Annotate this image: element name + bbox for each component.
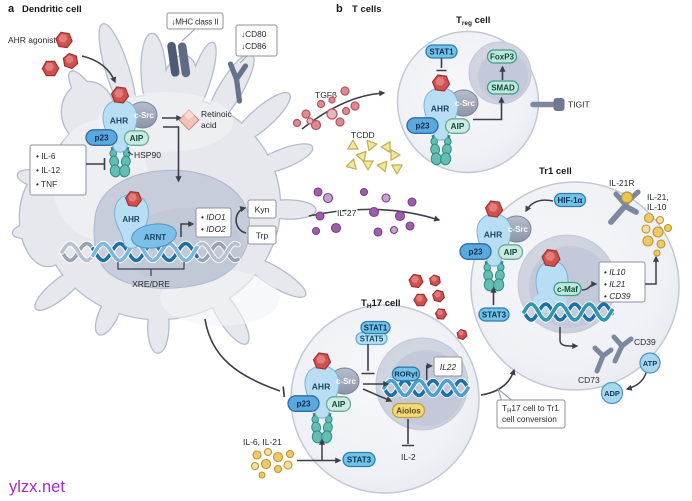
svg-text:HIF-1α: HIF-1α — [558, 196, 583, 205]
svg-text:acid: acid — [201, 120, 217, 130]
svg-text:FoxP3: FoxP3 — [490, 52, 515, 61]
svg-text:• TNF: • TNF — [36, 179, 57, 189]
svg-text:Trp: Trp — [256, 231, 269, 241]
svg-text:↓CD86: ↓CD86 — [241, 41, 267, 51]
svg-text:IL-2: IL-2 — [401, 452, 416, 462]
svg-text:ADP: ADP — [604, 389, 620, 398]
svg-text:• IDO2: • IDO2 — [201, 224, 226, 234]
svg-text:• IL10: • IL10 — [604, 267, 626, 277]
svg-text:Dendritic cell: Dendritic cell — [22, 4, 82, 15]
svg-text:c-Maf: c-Maf — [557, 285, 578, 294]
svg-text:SMAD: SMAD — [491, 83, 515, 92]
svg-text:CD39: CD39 — [634, 337, 656, 347]
svg-text:AHR: AHR — [122, 215, 140, 224]
svg-text:TGFβ: TGFβ — [315, 90, 337, 100]
svg-text:ATP: ATP — [643, 359, 657, 368]
svg-text:IL-21R: IL-21R — [609, 178, 635, 188]
svg-text:RORγt: RORγt — [394, 370, 418, 379]
svg-text:TH17 cell to Tr1: TH17 cell to Tr1 — [502, 403, 559, 415]
svg-text:Treg cell: Treg cell — [456, 15, 490, 27]
svg-text:Retinoic: Retinoic — [201, 109, 232, 119]
svg-text:↓CD80: ↓CD80 — [241, 29, 267, 39]
svg-text:IL-10: IL-10 — [647, 202, 667, 212]
svg-text:STAT5: STAT5 — [360, 334, 384, 343]
svg-text:IL-27: IL-27 — [337, 208, 357, 218]
svg-text:• IL-6: • IL-6 — [36, 151, 56, 161]
svg-text:Kyn: Kyn — [255, 205, 270, 215]
svg-text:HSP90: HSP90 — [134, 150, 161, 160]
svg-text:cell conversion: cell conversion — [502, 414, 557, 424]
svg-text:Aiolos: Aiolos — [396, 406, 421, 415]
svg-text:XRE/DRE: XRE/DRE — [132, 279, 170, 289]
svg-text:STAT1: STAT1 — [429, 47, 454, 56]
svg-text:• IDO1: • IDO1 — [201, 212, 226, 222]
svg-text:IL22: IL22 — [440, 362, 457, 372]
svg-text:Tr1 cell: Tr1 cell — [539, 166, 572, 177]
svg-text:• IL21: • IL21 — [604, 279, 625, 289]
svg-text:ylzx.net: ylzx.net — [9, 478, 65, 496]
svg-text:b: b — [336, 3, 343, 15]
svg-text:• CD39: • CD39 — [604, 291, 631, 301]
svg-text:IL-6, IL-21: IL-6, IL-21 — [243, 437, 282, 447]
svg-text:T cells: T cells — [352, 4, 382, 15]
svg-text:• IL-12: • IL-12 — [36, 165, 61, 175]
svg-text:ARNT: ARNT — [144, 233, 166, 242]
svg-text:STAT3: STAT3 — [347, 455, 372, 464]
svg-text:↓MHC class II: ↓MHC class II — [172, 18, 219, 27]
svg-text:CD73: CD73 — [578, 375, 600, 385]
svg-text:STAT1: STAT1 — [364, 323, 388, 332]
svg-text:IL-21,: IL-21, — [647, 192, 669, 202]
svg-text:TH17 cell: TH17 cell — [361, 298, 401, 310]
svg-text:TIGIT: TIGIT — [568, 100, 590, 110]
svg-text:AHR agonist: AHR agonist — [8, 35, 56, 45]
svg-text:TCDD: TCDD — [351, 130, 375, 140]
svg-text:STAT3: STAT3 — [482, 310, 507, 319]
svg-text:a: a — [8, 3, 15, 15]
